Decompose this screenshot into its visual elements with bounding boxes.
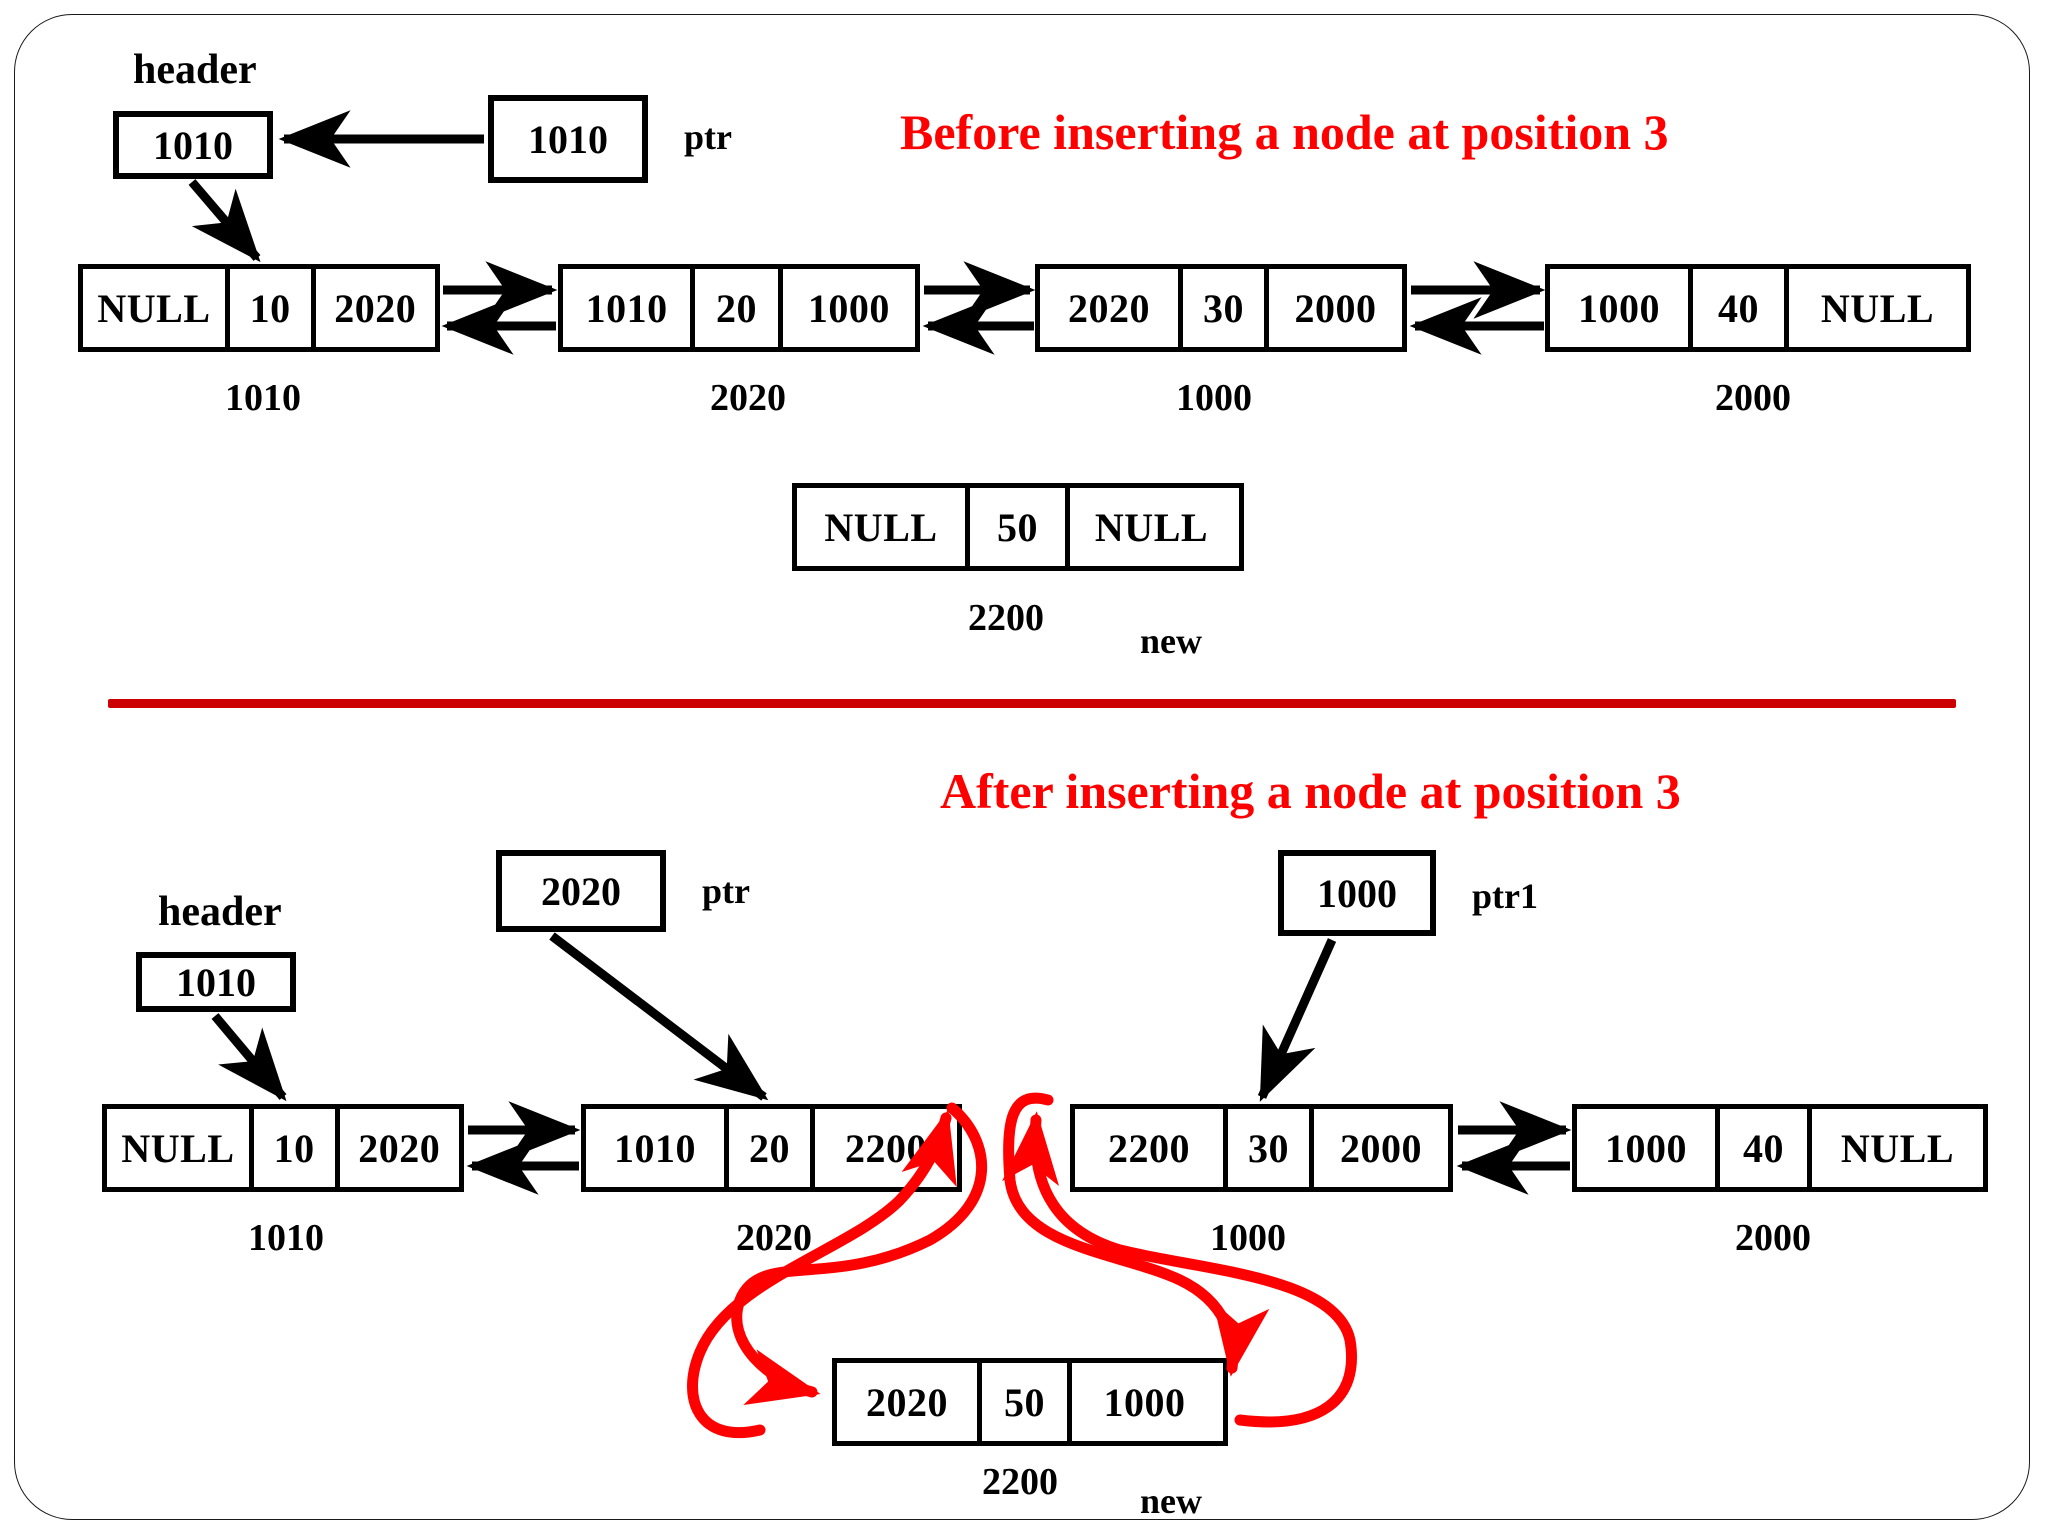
after-node-3-prev: 2200 (1108, 1125, 1190, 1171)
before-node-3-next: 2000 (1264, 269, 1402, 347)
after-new-node: 2020 50 1000 (832, 1358, 1228, 1446)
before-header-box: 1010 (113, 111, 273, 179)
after-node-2-address: 2020 (736, 1217, 812, 1259)
before-node-2-address: 2020 (710, 377, 786, 419)
before-node-4-data: 40 (1688, 269, 1784, 347)
after-node-1-address: 1010 (248, 1217, 324, 1259)
before-node-3-prev: 2020 (1068, 285, 1150, 331)
before-new-node-data: 50 (965, 488, 1065, 566)
before-header-label: header (133, 47, 257, 93)
after-new-node-label: new (1140, 1481, 1202, 1521)
after-node-4-address: 2000 (1735, 1217, 1811, 1259)
after-node-2: 1010 20 2200 (581, 1104, 962, 1192)
after-node-2-next: 2200 (810, 1109, 957, 1187)
after-node-3: 2200 30 2000 (1070, 1104, 1453, 1192)
before-node-4: 1000 40 NULL (1545, 264, 1971, 352)
before-node-2-data: 20 (690, 269, 778, 347)
after-node-1-data: 10 (248, 1109, 335, 1187)
before-node-1: NULL 10 2020 (78, 264, 440, 352)
before-node-1-next: 2020 (310, 269, 436, 347)
after-node-4-data: 40 (1715, 1109, 1807, 1187)
before-node-1-prev: NULL (97, 285, 211, 331)
before-title: Before inserting a node at position 3 (900, 104, 1669, 160)
after-node-4-prev: 1000 (1605, 1125, 1687, 1171)
after-node-3-address: 1000 (1210, 1217, 1286, 1259)
before-node-3-address: 1000 (1176, 377, 1252, 419)
after-node-2-data: 20 (724, 1109, 810, 1187)
after-new-node-data: 50 (977, 1363, 1067, 1441)
before-new-node-next: NULL (1065, 488, 1233, 566)
after-node-3-data: 30 (1223, 1109, 1309, 1187)
before-node-1-address: 1010 (225, 377, 301, 419)
before-new-node-prev: NULL (824, 504, 938, 550)
after-new-node-prev: 2020 (866, 1379, 948, 1425)
after-new-node-next: 1000 (1067, 1363, 1217, 1441)
section-divider (108, 699, 1956, 708)
after-header-label: header (158, 889, 282, 935)
after-node-1-prev: NULL (121, 1125, 235, 1171)
before-ptr-label: ptr (684, 117, 732, 157)
after-ptr-box: 2020 (496, 850, 666, 932)
after-node-3-next: 2000 (1309, 1109, 1448, 1187)
after-header-box: 1010 (136, 952, 296, 1012)
after-node-1-next: 2020 (334, 1109, 460, 1187)
after-title: After inserting a node at position 3 (940, 763, 1681, 819)
before-node-2-next: 1000 (777, 269, 915, 347)
after-node-2-prev: 1010 (614, 1125, 696, 1171)
before-new-node-address: 2200 (968, 597, 1044, 639)
before-ptr-box: 1010 (488, 95, 648, 183)
before-new-node-label: new (1140, 621, 1202, 661)
after-ptr-label: ptr (702, 871, 750, 911)
before-node-4-next: NULL (1784, 269, 1966, 347)
before-node-2-prev: 1010 (585, 285, 668, 331)
after-new-node-address: 2200 (982, 1461, 1058, 1503)
before-node-4-prev: 1000 (1578, 285, 1660, 331)
slide-border (14, 14, 2030, 1520)
after-ptr1-box: 1000 (1278, 850, 1436, 936)
before-node-3: 2020 30 2000 (1035, 264, 1407, 352)
before-new-node: NULL 50 NULL (792, 483, 1244, 571)
before-node-2: 1010 20 1000 (558, 264, 920, 352)
after-node-4: 1000 40 NULL (1572, 1104, 1988, 1192)
before-node-4-address: 2000 (1715, 377, 1791, 419)
after-node-1: NULL 10 2020 (102, 1104, 464, 1192)
before-node-1-data: 10 (224, 269, 311, 347)
before-node-3-data: 30 (1178, 269, 1264, 347)
after-ptr1-label: ptr1 (1472, 876, 1538, 916)
after-node-4-next: NULL (1807, 1109, 1983, 1187)
